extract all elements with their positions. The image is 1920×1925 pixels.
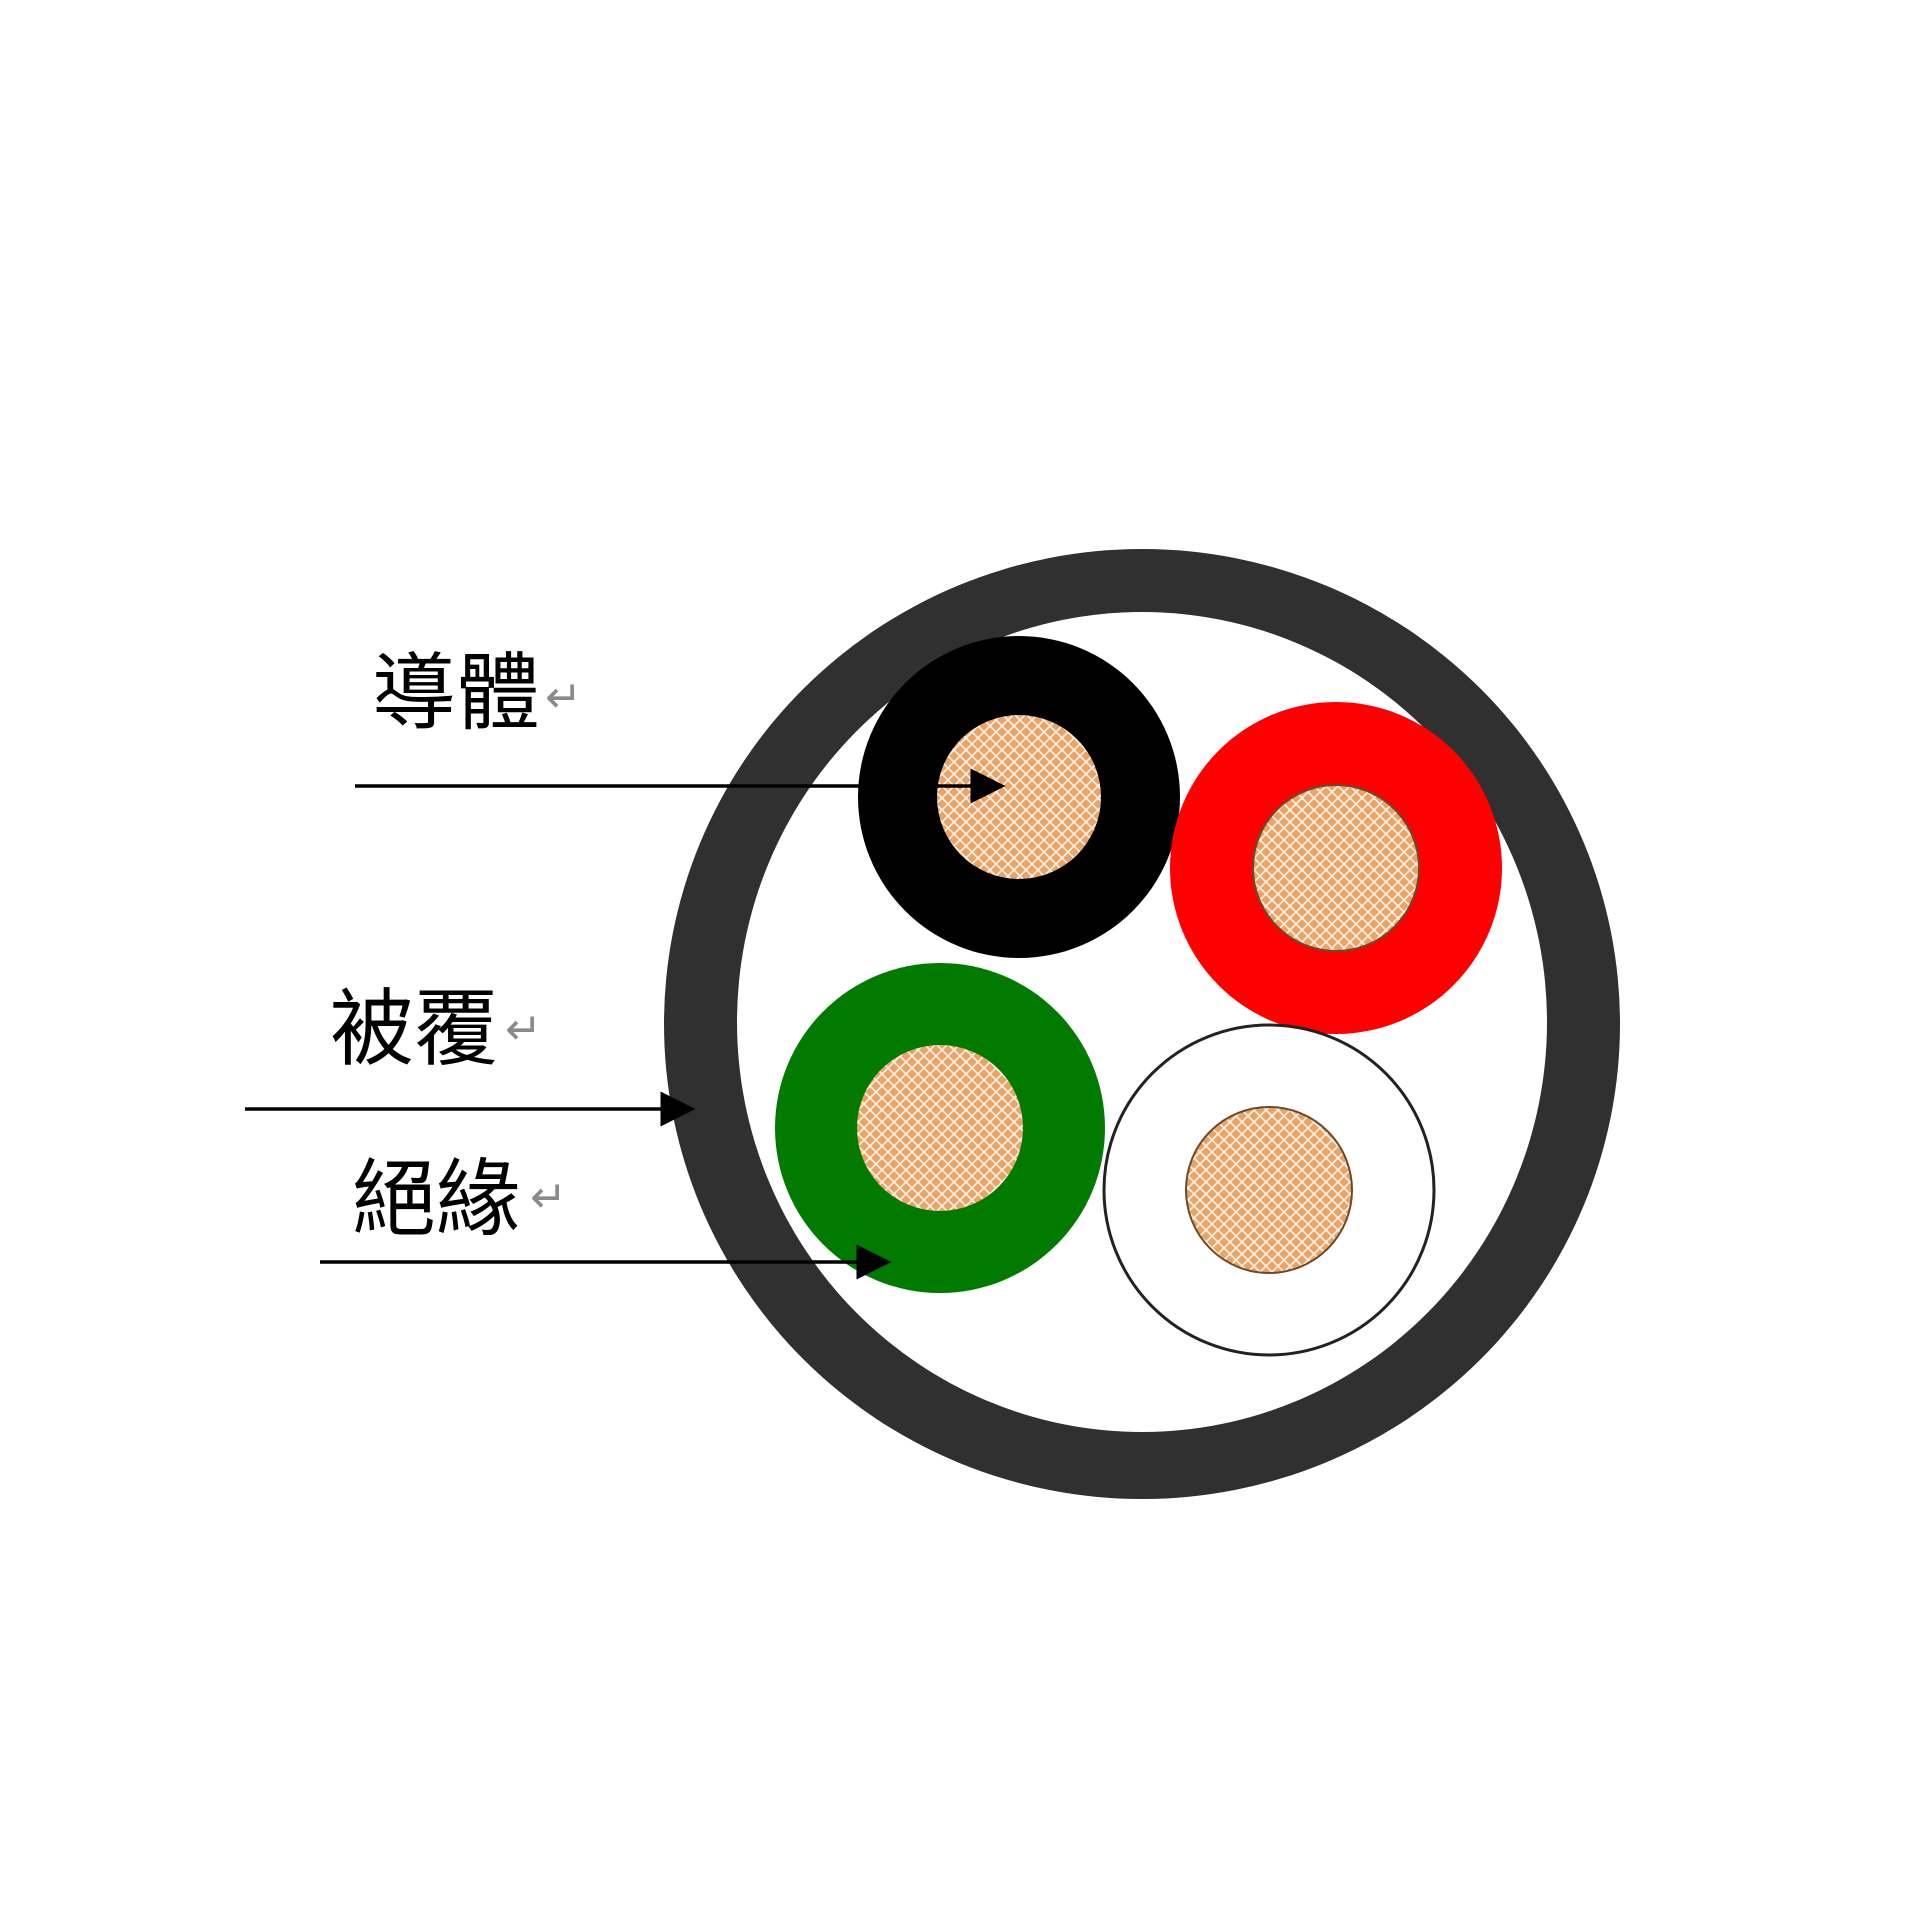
sheath-return-mark: ↵ — [505, 1004, 542, 1055]
insulation-label: 絕緣 — [352, 1150, 520, 1248]
core-red-conductor — [1252, 784, 1420, 952]
conductor-label: 導體 — [372, 644, 540, 742]
core-red — [1170, 702, 1502, 1034]
sheath-label: 被覆 — [330, 980, 498, 1078]
core-green-conductor — [857, 1045, 1023, 1211]
core-white-conductor — [1185, 1106, 1353, 1274]
insulation-return-mark: ↵ — [530, 1172, 567, 1223]
core-white — [1102, 1023, 1436, 1357]
core-black — [858, 636, 1180, 958]
core-black-conductor — [937, 715, 1101, 879]
conductor-return-mark: ↵ — [545, 672, 582, 723]
core-green — [775, 963, 1105, 1293]
